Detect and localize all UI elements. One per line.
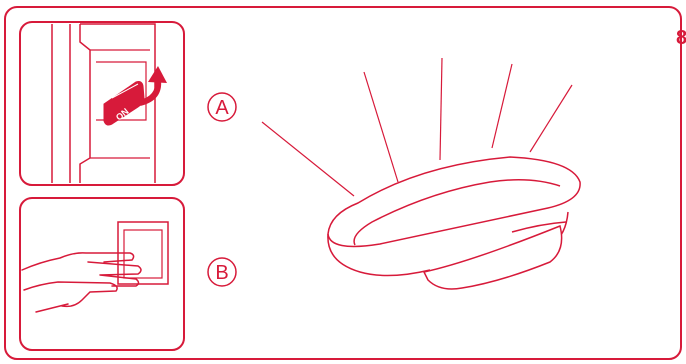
ceiling-lamp [327,156,581,290]
panel-b-frame [19,197,185,351]
svg-text:B: B [215,262,228,284]
badge-a: A [207,92,237,122]
panel-a-frame [19,21,185,186]
outer-frame [4,6,682,360]
svg-text:A: A [215,97,229,119]
breaker-body [79,23,156,183]
step-number: 8 [676,27,686,49]
panel-a-breaker: ON [19,21,185,186]
badge-b: B [207,257,237,287]
hand-icon [21,252,142,313]
lamp-bracket [422,224,563,290]
rotate-up-arrow-icon [139,79,162,106]
light-rays [261,57,573,197]
panel-b-wall-switch [19,197,185,351]
